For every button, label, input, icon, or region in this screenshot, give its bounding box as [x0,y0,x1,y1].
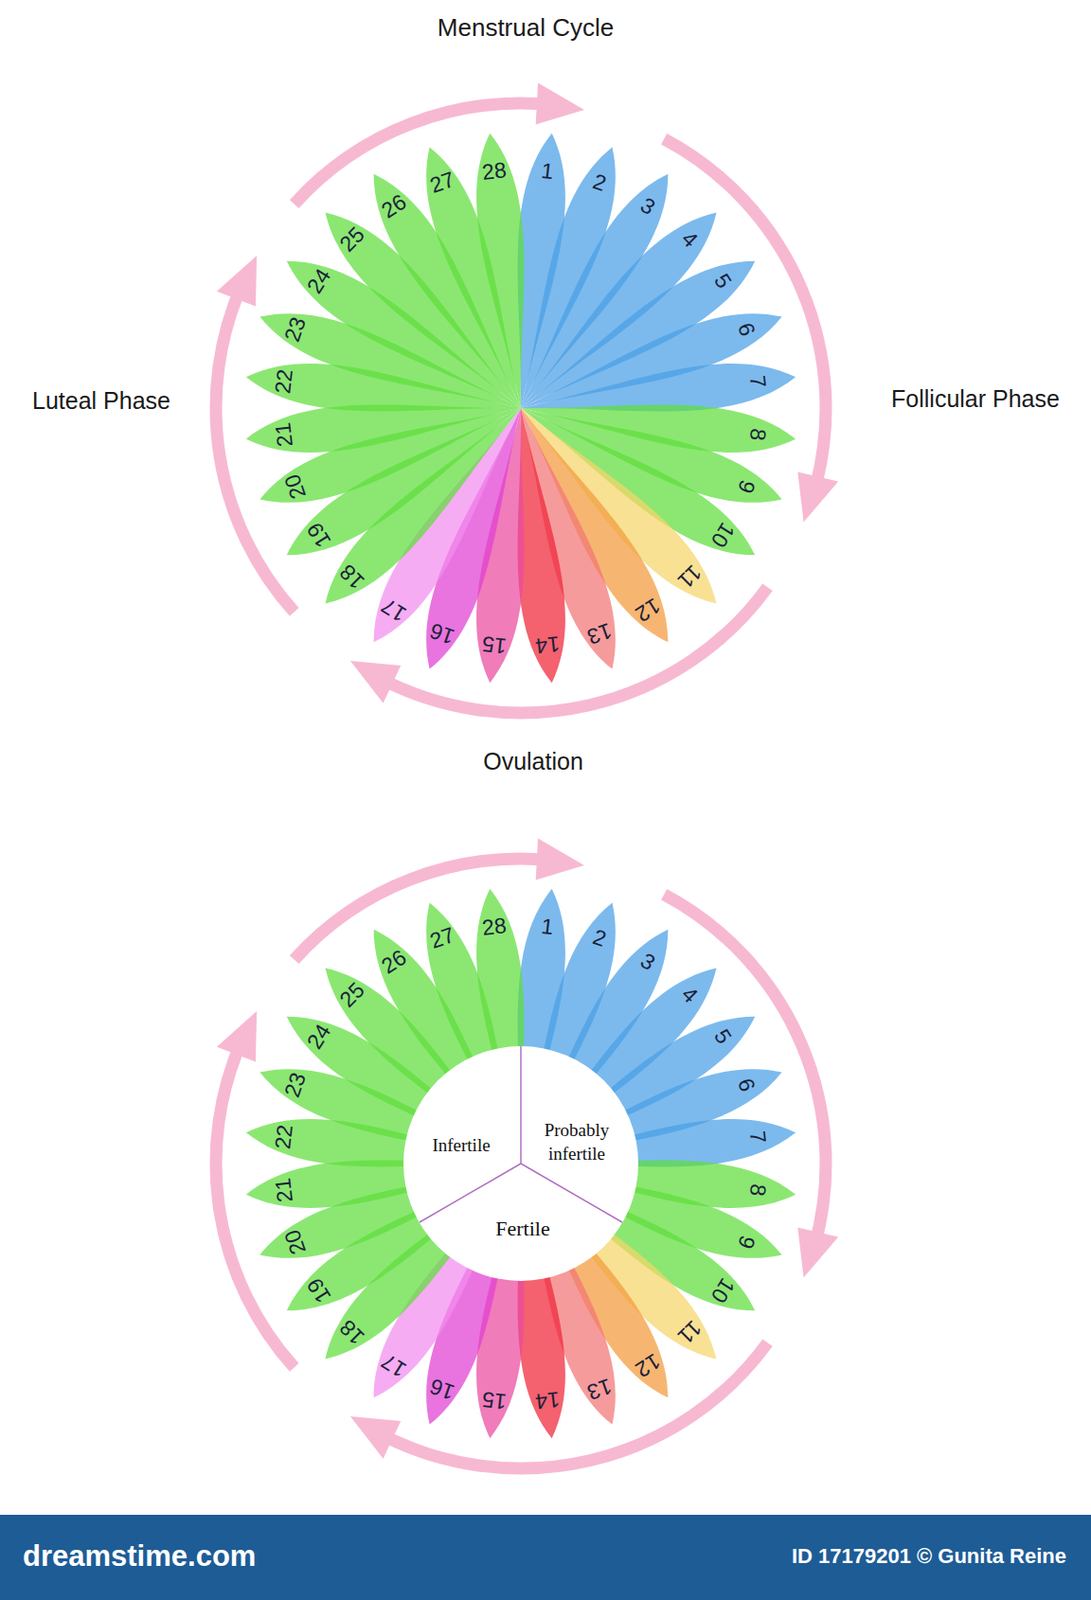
arrow-head [536,82,585,125]
day-number: 22 [269,1124,299,1151]
day-number: 28 [481,157,508,186]
footer-bar [0,1515,1091,1600]
sector-text: Probably infertile [531,1119,623,1166]
day-number: 15 [481,631,508,661]
day-number: 14 [534,631,561,661]
day-number: 14 [534,1387,561,1416]
day-number: 28 [481,912,508,942]
arrow-head [216,1011,257,1062]
arrow-head [797,471,839,522]
cycle-wheel [215,82,839,714]
footer-credit: ID 17179201 © Gunita Reine [791,1544,1067,1570]
day-number: 15 [481,1387,508,1416]
cycle-wheel [215,838,839,1469]
fertility-sector: Probably infertile [531,1119,623,1166]
phase-label: Ovulation [482,748,584,776]
sector-lines [419,1046,623,1223]
arrow-head [350,1416,401,1460]
fertility-sector: Fertile [480,1216,566,1244]
day-number: 21 [269,421,299,448]
day-number: 22 [269,368,299,395]
phase-label: Follicular Phase [891,385,1060,413]
center-disc [403,1046,639,1282]
arrow-head [797,1227,839,1278]
arrow-head [536,838,585,880]
day-number: 21 [269,1177,299,1204]
sector-text: Fertile [480,1216,566,1244]
arrow-head [216,255,257,306]
day-petal [467,130,543,411]
footer-brand: dreamstime.com [22,1539,256,1574]
arrow-head [350,661,401,704]
fertility-sector: Infertile [415,1134,507,1159]
diagram-title: Menstrual Cycle [437,13,614,43]
sector-text: Infertile [415,1134,507,1159]
phase-label: Luteal Phase [32,387,171,415]
